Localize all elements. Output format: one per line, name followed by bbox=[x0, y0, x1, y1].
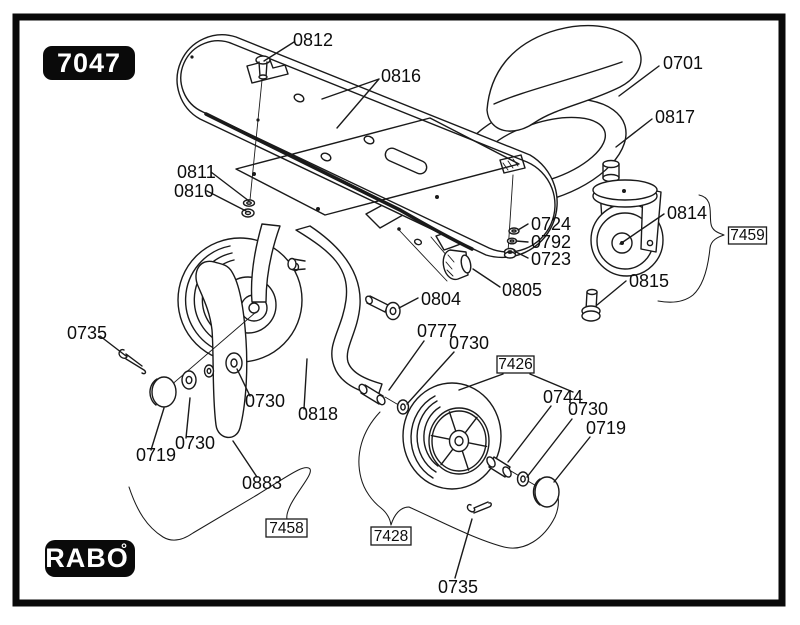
part-label-0724: 0724 bbox=[531, 214, 571, 234]
assembly-box-7428: 7428 bbox=[370, 526, 412, 546]
washer-0730-left-lower bbox=[181, 370, 197, 390]
part-label-0814: 0814 bbox=[667, 203, 707, 223]
part-label-0735-left: 0735 bbox=[67, 323, 107, 343]
part-label-0701: 0701 bbox=[663, 53, 703, 73]
part-label-0810: 0810 bbox=[174, 181, 214, 201]
part-label-0792: 0792 bbox=[531, 232, 571, 252]
bolt-0815 bbox=[581, 288, 601, 322]
part-label-0730-front-upper: 0730 bbox=[449, 333, 489, 353]
screw-0812 bbox=[249, 55, 271, 201]
brand-logo: RABO ° bbox=[45, 540, 135, 577]
cotter-pin-0735-bottom bbox=[466, 501, 492, 514]
part-label-0804: 0804 bbox=[421, 289, 461, 309]
bracket-7458 bbox=[128, 467, 311, 541]
part-label-0811: 0811 bbox=[177, 162, 216, 182]
part-label-0777: 0777 bbox=[417, 321, 457, 341]
leader-lines bbox=[99, 41, 665, 579]
assembly-number-boxes: 7459 7426 7458 7428 bbox=[265, 226, 768, 546]
part-label-0735-bottom: 0735 bbox=[438, 577, 478, 597]
part-labels: 0812 0816 0701 0817 0811 0810 0724 0792 … bbox=[67, 30, 707, 597]
washer-0730-front-left bbox=[396, 399, 410, 415]
hubcap-0719-front bbox=[532, 476, 560, 508]
part-label-0719-left: 0719 bbox=[136, 445, 176, 465]
part-label-0744: 0744 bbox=[543, 387, 583, 407]
bracket-0805 bbox=[397, 227, 472, 282]
part-label-0812: 0812 bbox=[293, 30, 333, 50]
assembly-box-7428-label: 7428 bbox=[374, 528, 408, 545]
axle-sleeve-0744 bbox=[486, 456, 512, 478]
rear-leg bbox=[195, 260, 248, 439]
frame-tube-rear bbox=[250, 223, 281, 303]
caster-assembly bbox=[590, 159, 664, 277]
wheel-spokes bbox=[430, 411, 488, 471]
assembly-box-7458: 7458 bbox=[265, 518, 308, 538]
frame-tube-s-curve bbox=[287, 225, 383, 397]
part-label-0730-front-mid: 0730 bbox=[568, 399, 608, 419]
washer-0811 bbox=[242, 199, 256, 207]
deck-handle-slot bbox=[384, 147, 428, 175]
part-label-0730-left-upper: 0730 bbox=[245, 391, 285, 411]
part-label-0816: 0816 bbox=[381, 66, 421, 86]
spacer-pin-left bbox=[203, 364, 215, 378]
part-label-0883: 0883 bbox=[242, 473, 282, 493]
bolt-0804 bbox=[365, 295, 401, 321]
left-axle-assembly bbox=[118, 311, 257, 408]
assembly-box-7459: 7459 bbox=[727, 226, 768, 245]
part-label-0805: 0805 bbox=[502, 280, 542, 300]
part-label-0818: 0818 bbox=[298, 404, 338, 424]
cotter-pin-0735-left bbox=[118, 348, 147, 375]
brace-7459 bbox=[657, 194, 725, 303]
model-badge-label: 7047 bbox=[57, 48, 121, 78]
seat-shape bbox=[486, 24, 642, 132]
part-label-0817: 0817 bbox=[655, 107, 695, 127]
part-label-0730-left-lower: 0730 bbox=[175, 433, 215, 453]
mounting-plate bbox=[235, 117, 526, 216]
hubcap-0719-left bbox=[149, 376, 177, 408]
line-art bbox=[99, 24, 725, 579]
assembly-box-7426: 7426 bbox=[496, 355, 535, 374]
model-badge: 7047 bbox=[43, 46, 135, 80]
axle-pin-0777 bbox=[358, 383, 386, 406]
brand-trademark-icon: ° bbox=[121, 541, 127, 558]
assembly-box-7458-label: 7458 bbox=[269, 520, 303, 537]
front-axle-assembly bbox=[358, 382, 560, 514]
brand-logo-label: RABO bbox=[45, 543, 129, 573]
front-wheel bbox=[402, 382, 502, 490]
washer-0730-left-upper bbox=[225, 352, 243, 374]
assembly-box-7459-label: 7459 bbox=[730, 227, 764, 244]
washer-0730-front-right bbox=[516, 471, 530, 487]
part-label-0815: 0815 bbox=[629, 271, 669, 291]
assembly-box-7426-label: 7426 bbox=[498, 356, 532, 373]
part-label-0723: 0723 bbox=[531, 249, 571, 269]
bracket-7428 bbox=[358, 411, 559, 549]
platform-deck bbox=[176, 34, 558, 259]
part-label-0719-front: 0719 bbox=[586, 418, 626, 438]
fastener-stack bbox=[503, 174, 520, 259]
plate-clamp bbox=[499, 154, 526, 174]
